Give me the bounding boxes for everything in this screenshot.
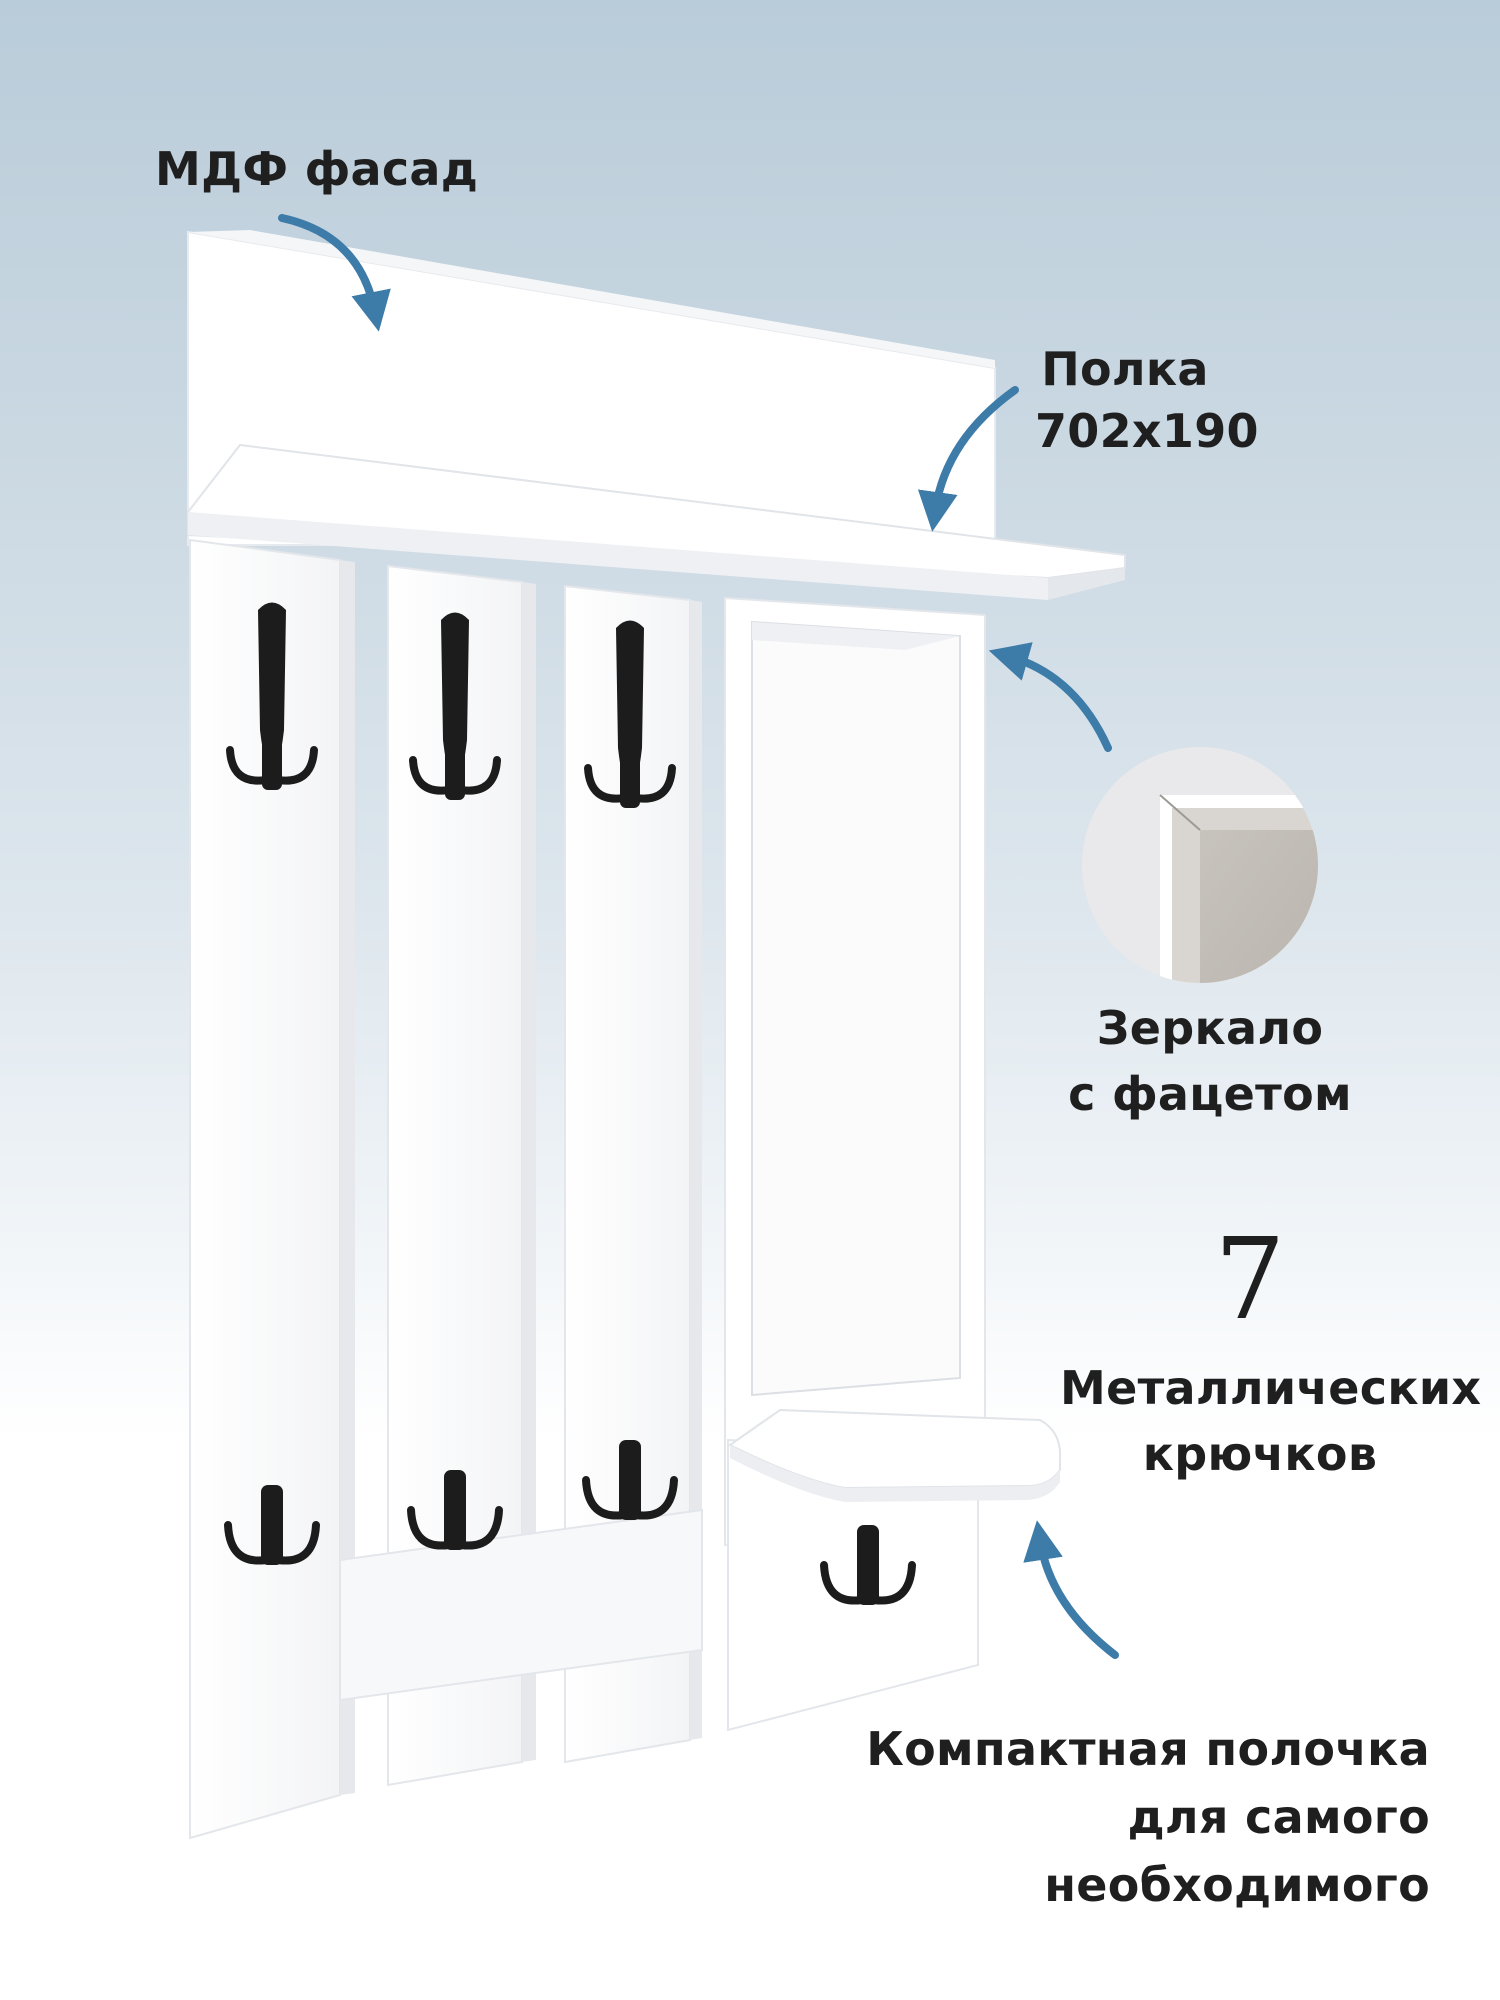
label-hooks-line1: Металлических (1060, 1361, 1482, 1415)
vertical-slats (189, 538, 703, 1840)
mirror-frame-panel (724, 596, 986, 1732)
curved-arrow-icon (988, 642, 1112, 752)
label-compact-shelf: Компактная полочка для самого необходимо… (780, 1715, 1430, 1919)
label-mirror: Зеркало с фацетом (1060, 995, 1360, 1127)
label-mdf-facade: МДФ фасад (155, 142, 479, 196)
curved-arrow-icon (278, 214, 391, 332)
curved-arrow-icon (917, 386, 1019, 532)
label-hooks-count: 7 (1214, 1215, 1286, 1345)
label-shelf-line1: Полка (1041, 342, 1209, 396)
curved-arrow-icon (1023, 1520, 1119, 1659)
label-hooks-line2: крючков (1142, 1427, 1378, 1481)
label-shelf: Полка 702x190 (1035, 338, 1259, 462)
mirror-bevel-detail (1082, 747, 1318, 983)
label-hooks: Металлических крючков (1060, 1355, 1482, 1487)
label-shelf-size: 702x190 (1035, 404, 1259, 458)
label-compact-line2: для самого необходимого (1044, 1790, 1430, 1912)
label-compact-line1: Компактная полочка (866, 1722, 1430, 1776)
compact-shelf (728, 1408, 1062, 1502)
top-shelf (187, 443, 1126, 600)
label-mirror-line1: Зеркало (1096, 1001, 1324, 1055)
label-mirror-line2: с фацетом (1068, 1067, 1352, 1121)
